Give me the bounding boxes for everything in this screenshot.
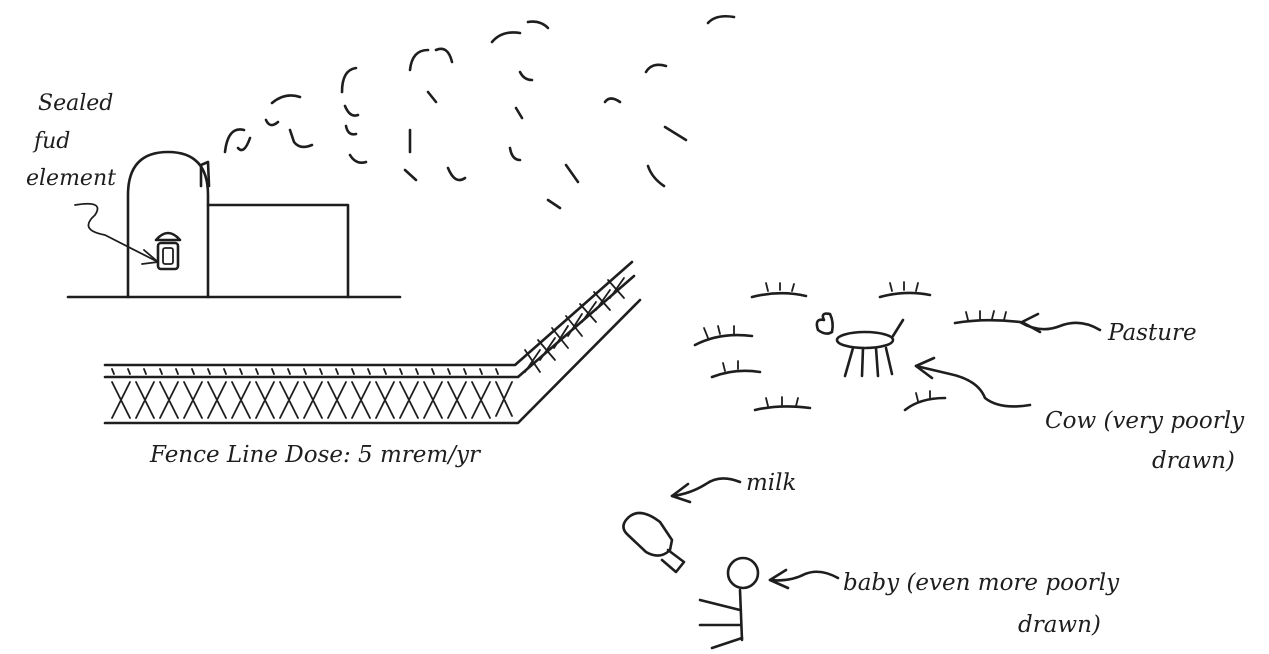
release-plume xyxy=(225,16,734,208)
fence xyxy=(105,262,640,423)
containment-dome xyxy=(128,152,208,297)
pasture-grass xyxy=(695,282,1020,410)
reactor-facility xyxy=(68,152,400,297)
pasture-arrow-head xyxy=(1022,314,1040,332)
milk-label: milk xyxy=(746,470,796,496)
fuel-label-line-2: fud xyxy=(32,129,70,154)
fuel-element-icon xyxy=(156,233,180,269)
fence-dose-label: Fence Line Dose: 5 mrem/yr xyxy=(149,442,482,468)
cow-label-line-1: Cow (very poorly xyxy=(1045,408,1245,434)
baby-drawing xyxy=(700,558,758,648)
cow-drawing xyxy=(817,314,903,376)
fuel-label-arrow xyxy=(75,204,158,262)
baby-label-line-1: baby (even more poorly xyxy=(843,570,1120,596)
building-block xyxy=(208,205,348,297)
fuel-label-line-1: Sealed xyxy=(38,91,113,116)
cow-label-line-2: drawn) xyxy=(1152,448,1235,474)
pasture-label: Pasture xyxy=(1107,320,1197,346)
baby-label-line-2: drawn) xyxy=(1018,612,1101,638)
milk-bottle-icon xyxy=(623,513,684,572)
cow-arrow xyxy=(916,366,1030,406)
fuel-label-line-3: element xyxy=(26,166,116,191)
